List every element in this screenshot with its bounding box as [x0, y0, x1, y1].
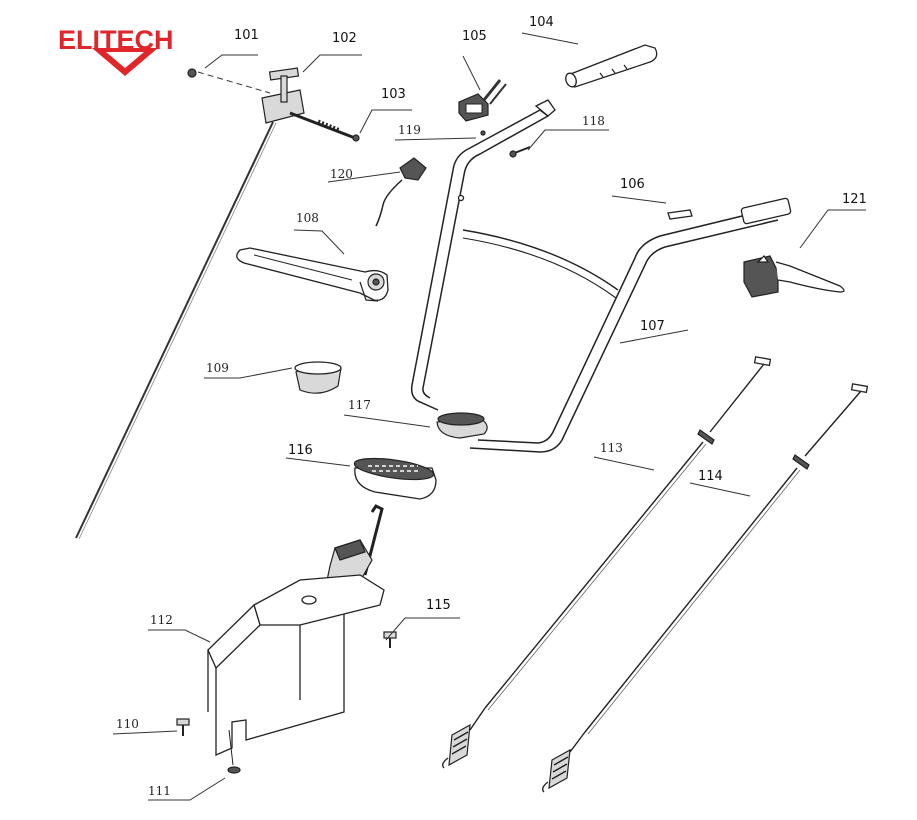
leader-117 [343, 414, 431, 428]
label-104: 104 [529, 15, 554, 30]
shift-rod [75, 121, 274, 539]
part-104-grip [565, 44, 658, 88]
part-109-collar [294, 361, 342, 394]
part-119-screw [480, 130, 486, 136]
label-121: 121 [842, 192, 867, 207]
part-113-cable [441, 356, 772, 769]
part-116-plate [353, 457, 437, 500]
part-112-mount [207, 574, 385, 756]
shift-rod-edge [78, 122, 277, 540]
leader-121 [799, 209, 866, 249]
label-103: 103 [381, 87, 406, 102]
label-113: 113 [600, 441, 623, 455]
leader-119 [394, 137, 477, 141]
part-105-switch [458, 79, 507, 122]
leader-102 [302, 54, 362, 73]
label-110: 110 [116, 717, 139, 731]
label-107: 107 [640, 319, 665, 334]
label-114: 114 [698, 469, 723, 484]
elitech-logo: ELITECH [58, 25, 174, 76]
label-120: 120 [330, 167, 353, 181]
label-109: 109 [206, 361, 229, 375]
part-120-switch [375, 157, 427, 227]
brand-name: ELITECH [58, 25, 174, 55]
leader-108 [293, 229, 345, 255]
label-105: 105 [462, 29, 487, 44]
label-106: 106 [620, 177, 645, 192]
label-118: 118 [582, 114, 605, 128]
leader-111 [148, 777, 226, 801]
label-117: 117 [348, 398, 371, 412]
leader-114 [689, 482, 751, 497]
part-118-screw [509, 146, 531, 158]
part-117-base [436, 412, 488, 439]
assembly-line-101 [197, 71, 271, 94]
leader-103 [359, 109, 412, 134]
label-116: 116 [288, 443, 313, 458]
part-101-nut [187, 68, 197, 78]
label-108: 108 [296, 211, 319, 225]
leader-116 [285, 457, 351, 467]
leader-115 [385, 617, 460, 641]
part-115-bolt [383, 631, 397, 648]
leader-109 [204, 367, 293, 379]
part-121-brake-lever [743, 254, 845, 298]
label-101: 101 [234, 28, 259, 43]
part-103-bolt [289, 111, 360, 142]
part-110-bolt [176, 718, 190, 736]
label-102: 102 [332, 31, 357, 46]
leader-112 [148, 629, 211, 643]
leader-101 [204, 54, 258, 69]
label-119: 119 [398, 123, 421, 137]
leader-107 [619, 329, 689, 344]
part-107-handlebar [410, 99, 792, 453]
leader-104 [521, 32, 579, 45]
leader-120 [327, 171, 401, 183]
label-111: 111 [148, 784, 171, 798]
leader-113 [593, 456, 655, 471]
part-106-slot [667, 209, 693, 220]
callout-labels: 101 102 103 104 105 106 107 108 109 110 … [116, 15, 867, 798]
label-115: 115 [426, 598, 451, 613]
logo-triangle-inner [106, 52, 144, 68]
part-108-lever [236, 247, 389, 302]
leader-110 [112, 730, 178, 735]
label-112: 112 [150, 613, 173, 627]
leader-105 [462, 55, 481, 91]
leader-lines [112, 32, 866, 801]
part-114-cable [541, 383, 869, 793]
leader-118 [527, 129, 609, 151]
part-111-washer [227, 729, 241, 774]
leader-106 [611, 195, 667, 204]
